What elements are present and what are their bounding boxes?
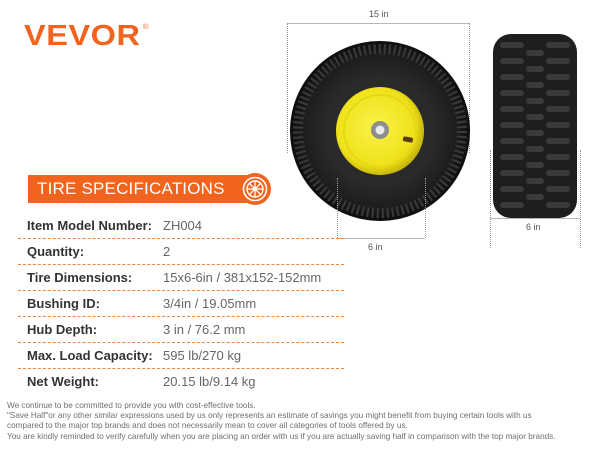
diameter-label: 15 in — [369, 9, 389, 19]
side-width-label: 6 in — [526, 222, 541, 232]
side-width-line — [490, 218, 580, 219]
spec-value: 15x6-6in / 381x152-152mm — [163, 270, 322, 285]
spec-value: 595 lb/270 kg — [163, 348, 242, 363]
spec-label: Bushing ID: — [27, 296, 100, 311]
spec-value: 2 — [163, 244, 171, 259]
spec-value: ZH004 — [163, 218, 203, 233]
side-tire-image: 6 in — [488, 30, 588, 248]
spec-value: 3/4in / 19.05mm — [163, 296, 257, 311]
brand-name: VEVOR — [24, 20, 141, 52]
spec-label: Item Model Number: — [27, 218, 152, 233]
spec-value: 3 in / 76.2 mm — [163, 322, 246, 337]
spec-label: Max. Load Capacity: — [27, 348, 153, 363]
spec-label: Tire Dimensions: — [27, 270, 133, 285]
spec-row-net-weight: Net Weight: 20.15 lb/9.14 kg — [18, 369, 344, 394]
tire-specifications-banner: TIRE SPECIFICATIONS — [28, 175, 250, 203]
side-width-guide-right — [580, 150, 581, 248]
diameter-guide-right — [469, 23, 470, 153]
disclaimer-line: compared to the major top brands and doe… — [7, 421, 408, 431]
spec-row-bushing-id: Bushing ID: 3/4in / 19.05mm — [18, 291, 344, 317]
spec-row-hub-depth: Hub Depth: 3 in / 76.2 mm — [18, 317, 344, 343]
disclaimer-line: We continue to be committed to provide y… — [7, 401, 256, 410]
tire-icon — [239, 173, 271, 205]
disclaimer-line: "Save Half"or any other similar expressi… — [7, 411, 532, 421]
spec-row-tire-dimensions: Tire Dimensions: 15x6-6in / 381x152-152m… — [18, 265, 344, 291]
spec-row-model-number: Item Model Number: ZH004 — [18, 213, 344, 239]
spec-table: Item Model Number: ZH004 Quantity: 2 Tir… — [18, 213, 344, 394]
disclaimer: We continue to be committed to provide y… — [7, 401, 599, 442]
diameter-line — [287, 23, 469, 24]
spec-label: Quantity: — [27, 244, 85, 259]
front-width-label: 6 in — [368, 242, 383, 252]
vevor-logo: VEVOR® — [24, 20, 149, 53]
banner-title: TIRE SPECIFICATIONS — [37, 179, 225, 198]
disclaimer-line: You are kindly reminded to verify carefu… — [7, 431, 556, 441]
side-tire-graphic — [493, 34, 577, 218]
registered-mark: ® — [142, 24, 150, 31]
spec-label: Net Weight: — [27, 374, 99, 389]
width-guide-right — [425, 178, 426, 238]
diameter-guide-left — [287, 23, 288, 153]
front-tire-graphic — [290, 41, 470, 221]
spec-value: 20.15 lb/9.14 kg — [163, 374, 256, 389]
side-width-guide-left — [490, 150, 491, 248]
spec-row-max-load: Max. Load Capacity: 595 lb/270 kg — [18, 343, 344, 369]
width-line — [337, 238, 425, 239]
width-guide-left — [337, 178, 338, 238]
front-tire-image: 15 in 6 in — [285, 9, 475, 252]
spec-label: Hub Depth: — [27, 322, 98, 337]
spec-row-quantity: Quantity: 2 — [18, 239, 344, 265]
